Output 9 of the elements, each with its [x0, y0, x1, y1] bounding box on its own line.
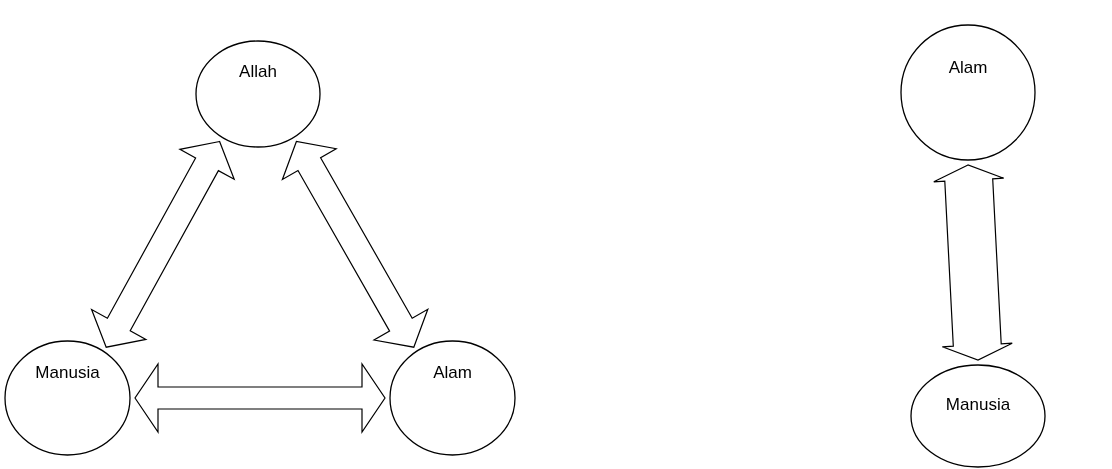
double-block-arrow [90, 140, 236, 348]
node-label: Manusia [944, 395, 1012, 416]
node-label: Alam [432, 363, 473, 384]
node-label: Alam [947, 58, 989, 79]
double-block-arrow [281, 140, 429, 348]
node-label: Manusia [34, 363, 101, 384]
node-label: Allah [238, 61, 278, 82]
double-block-arrow [933, 164, 1013, 361]
double-block-arrow [134, 362, 386, 434]
